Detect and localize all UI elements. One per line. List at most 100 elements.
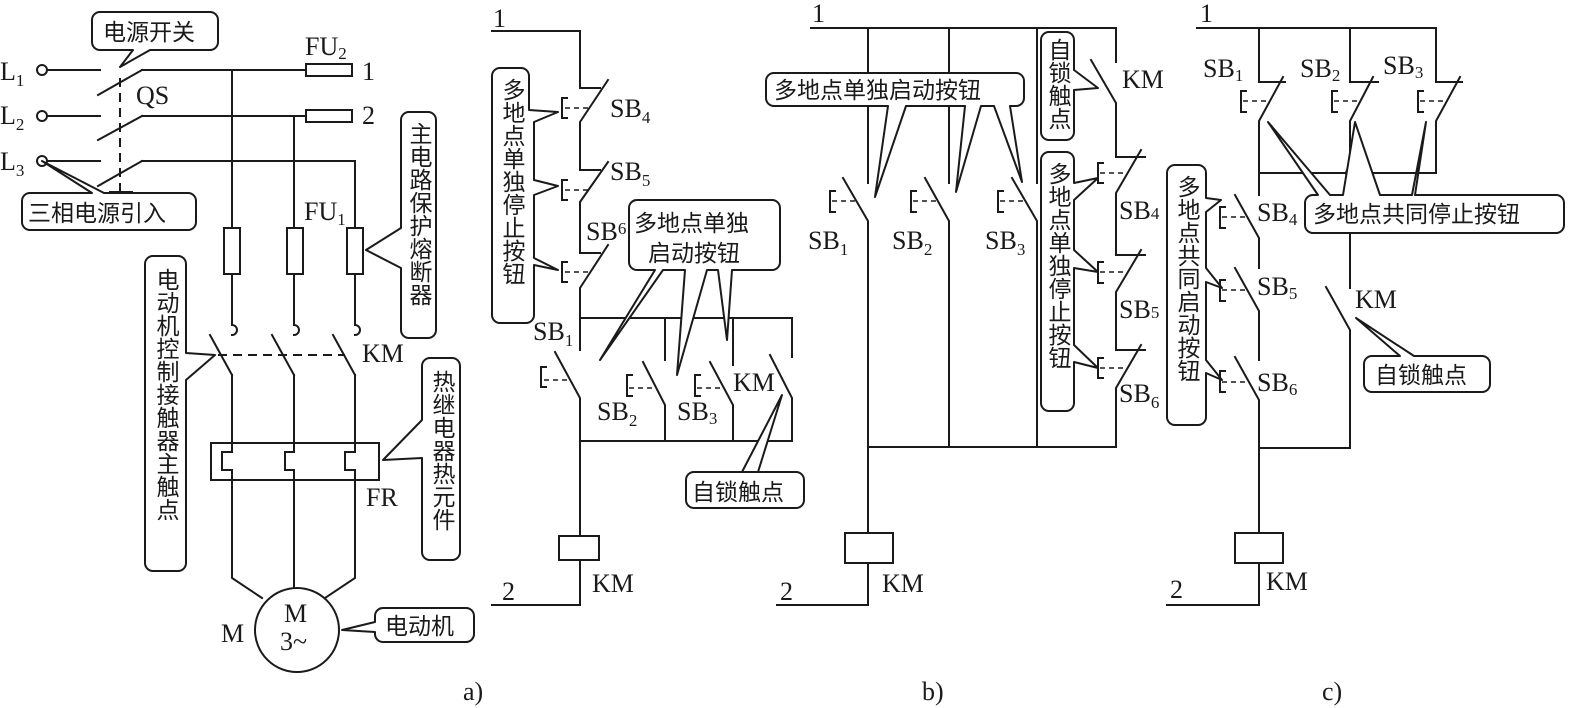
start-contacts (1233, 172, 1260, 449)
svg-text:热继电器热元件: 热继电器热元件 (428, 370, 456, 531)
panel-a: L1 L2 L3 QS FU2 1 2 FU1 KM (0, 11, 483, 706)
stop-push-heads (1240, 90, 1424, 113)
svg-text:电源开关: 电源开关 (103, 20, 195, 46)
km-contact-arcs (230, 323, 361, 337)
incoming-wires (46, 69, 101, 162)
label-sb4: SB4 (610, 94, 651, 127)
label-km-coil: KM (592, 569, 634, 598)
svg-text:多地点共同启动按钮: 多地点共同启动按钮 (1173, 175, 1201, 382)
label-sb5: SB5 (1257, 272, 1297, 303)
label-sb3: SB3 (985, 226, 1025, 259)
label-sb4: SB4 (1257, 198, 1298, 229)
label-km-contact: KM (733, 368, 775, 397)
callout-main-fuse: 主电路保护熔断器 (365, 111, 437, 339)
caption-b: b) (922, 677, 944, 706)
start-push-heads (540, 366, 701, 397)
callout-motor: 电动机 (341, 607, 475, 643)
svg-text:多地点共同停止按钮: 多地点共同停止按钮 (1313, 202, 1520, 228)
label-sb6: SB6 (1119, 379, 1159, 412)
label-km-contact: KM (1122, 65, 1164, 94)
callout-common-start: 多地点共同启动按钮 (1166, 164, 1223, 426)
stop-push-links (565, 107, 590, 273)
wire-top (1196, 27, 1463, 83)
label-node1: 1 (362, 57, 375, 86)
label-sb4: SB4 (1119, 196, 1160, 225)
start-contacts (553, 350, 793, 442)
selflock-and-stop-contacts (1089, 58, 1146, 448)
panel-c: 1 SB1 SB2 SB3 SB4 SB5 SB6 KM KM 2 多地点共同停… (1166, 0, 1565, 706)
svg-text:自锁触点: 自锁触点 (1044, 38, 1072, 130)
svg-text:多地点单独停止按钮: 多地点单独停止按钮 (498, 78, 526, 285)
caption-a: a) (463, 677, 483, 706)
start-push-heads (1219, 206, 1226, 393)
callout-main-contact: 电动机控制接触器主触点 (144, 255, 216, 572)
km-coil (1234, 532, 1284, 564)
panel-b: 1 SB1 SB2 SB3 KM SB4 SB5 SB6 KM 2 多地点单独启… (765, 0, 1164, 706)
label-motor-m: M (221, 619, 244, 648)
svg-text:多地点单独: 多地点单独 (634, 211, 749, 237)
callout-stop-buttons: 多地点单独停止按钮 (491, 67, 559, 324)
terminal-l1 (36, 64, 48, 76)
stop-push-links (1100, 172, 1125, 369)
panel-b1: 1 SB4 SB5 SB6 SB1 SB2 SB3 KM KM 2 多地点单独停… (491, 4, 805, 606)
label-l1: L1 (0, 57, 24, 90)
label-sb1: SB1 (808, 226, 848, 259)
coil-wires (491, 440, 581, 606)
fuse-fu1-b (286, 227, 304, 275)
label-qs: QS (136, 81, 169, 110)
callout-power-switch: 电源开关 (91, 11, 219, 68)
label-sb3: SB3 (1383, 51, 1423, 82)
callout-three-phase: 三相电源引入 (21, 160, 197, 231)
callout-thermal: 热继电器热元件 (382, 357, 461, 561)
label-sb1: SB1 (1203, 54, 1243, 85)
label-node2: 2 (1170, 575, 1183, 604)
label-sb2: SB2 (597, 397, 637, 430)
label-fr: FR (366, 483, 398, 512)
label-sb1: SB1 (533, 317, 573, 350)
svg-text:多地点单独停止按钮: 多地点单独停止按钮 (1044, 162, 1072, 369)
km-coil (844, 532, 894, 564)
start-contacts (841, 176, 1038, 448)
label-fu2: FU2 (305, 32, 347, 63)
label-node2: 2 (362, 101, 375, 130)
label-sb6: SB6 (1257, 368, 1297, 399)
svg-text:启动按钮: 启动按钮 (648, 241, 740, 267)
stop-branch-tops (1258, 27, 1379, 83)
start-push-links (1222, 216, 1248, 383)
motor-symbol (254, 587, 340, 673)
start-branch-tops (579, 317, 734, 366)
coil-wires (1166, 447, 1260, 606)
callout-start-buttons: 多地点单独 启动按钮 (599, 199, 781, 376)
label-node1: 1 (1200, 0, 1213, 28)
wire-top (491, 30, 581, 89)
callout-self-lock-c: 自锁触点 (1355, 317, 1491, 393)
terminal-l2 (36, 110, 48, 122)
label-km-coil: KM (1266, 567, 1308, 596)
start-push-heads (829, 190, 1004, 213)
motor-text-phase: 3~ (280, 627, 307, 656)
motor-text-m: M (284, 599, 307, 628)
label-node1: 1 (493, 4, 506, 33)
label-node2: 2 (502, 577, 515, 606)
label-sb2: SB2 (892, 226, 932, 259)
label-sb5: SB5 (610, 157, 650, 190)
svg-text:自锁触点: 自锁触点 (1375, 363, 1467, 389)
start-top-rail (579, 317, 793, 358)
svg-text:电动机: 电动机 (385, 614, 454, 640)
fuse-fu1-c (346, 227, 364, 275)
label-sb3: SB3 (677, 397, 717, 428)
svg-text:主电路保护熔断器: 主电路保护熔断器 (405, 122, 433, 306)
callout-stop-buttons: 多地点单独停止按钮 (1040, 151, 1099, 412)
label-sb5: SB5 (1119, 295, 1159, 324)
stop-push-heads (561, 97, 568, 283)
svg-text:电动机控制接触器主触点: 电动机控制接触器主触点 (152, 268, 180, 521)
stop-contacts (579, 78, 610, 319)
label-km-contact: KM (1355, 285, 1397, 314)
label-km-coil: KM (882, 569, 924, 598)
callout-self-lock-b1: 自锁触点 (685, 394, 805, 509)
fuse-fu2-2 (305, 109, 353, 123)
label-l3: L3 (0, 147, 24, 180)
callout-start-buttons: 多地点单独启动按钮 (765, 72, 1025, 198)
svg-text:自锁触点: 自锁触点 (692, 480, 784, 506)
km-coil (558, 535, 600, 561)
